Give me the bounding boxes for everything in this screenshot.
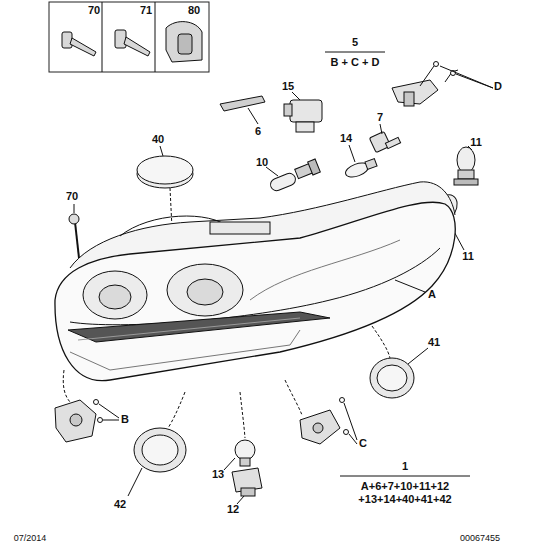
callout-number: A	[428, 288, 436, 301]
callout-number: B	[121, 413, 129, 426]
callout-number: 71	[140, 4, 152, 17]
callout-number: 42	[114, 498, 126, 511]
callout-number: 11	[462, 250, 474, 263]
callout-number: 11	[470, 136, 482, 149]
callout-number: 70	[66, 190, 78, 203]
assembly-formula: A+6+7+10+11+12 +13+14+40+41+42	[346, 480, 464, 506]
callout-number: 5	[352, 36, 358, 49]
callout-number: 1	[402, 460, 408, 473]
callout-number: 15	[282, 80, 294, 93]
callout-number: 40	[152, 133, 164, 146]
callout-number: D	[494, 80, 502, 93]
callout-number: C	[359, 437, 367, 450]
callout-number: 80	[188, 4, 200, 17]
callout-number: 41	[428, 336, 440, 349]
callout-number: 70	[88, 4, 100, 17]
callout-number: 10	[256, 156, 268, 169]
callout-number: 13	[212, 468, 224, 481]
callout-number: 7	[377, 111, 383, 124]
drawing-reference: 07/2014	[14, 532, 47, 545]
drawing-reference: 00067455	[460, 532, 500, 545]
callout-number: 14	[340, 132, 352, 145]
callout-number: B + C + D	[331, 56, 380, 69]
callout-number: 12	[227, 503, 239, 516]
callout-number: 6	[255, 125, 261, 138]
